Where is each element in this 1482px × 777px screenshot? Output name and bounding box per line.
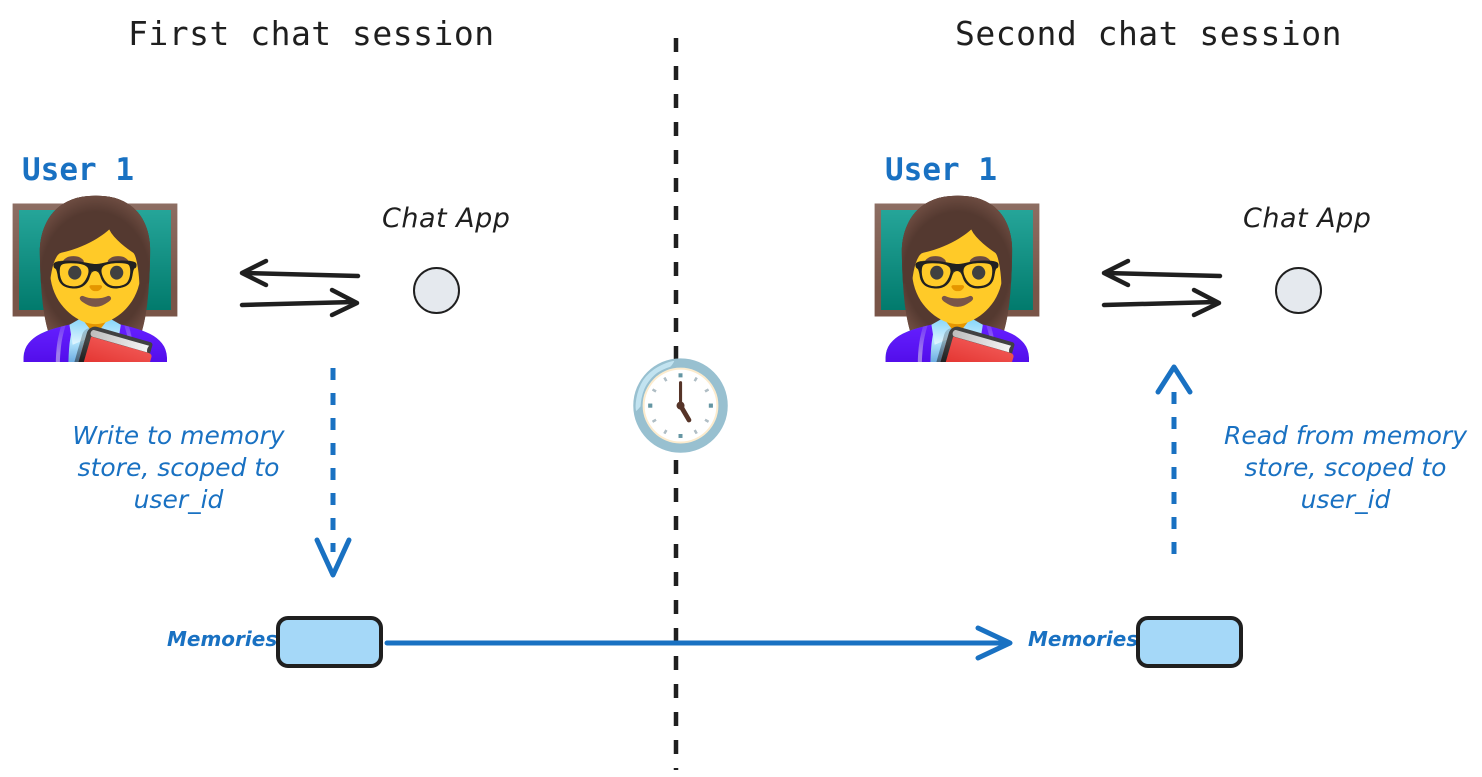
right-chat-app-circle-icon: [1275, 267, 1322, 314]
left-chat-app-label: Chat App: [382, 203, 511, 234]
right-bidirectional-arrows-icon: [1101, 258, 1223, 318]
clock-icon: 🕔: [627, 356, 735, 456]
read-dashed-up-arrow-icon: [1155, 364, 1193, 554]
write-dashed-down-arrow-icon: [314, 368, 352, 578]
right-memories-label: Memories: [1028, 627, 1139, 651]
right-memory-store-box: [1136, 616, 1243, 668]
right-chat-app-label: Chat App: [1243, 203, 1372, 234]
left-bidirectional-arrows-icon: [239, 258, 361, 318]
right-user-label: User 1: [885, 152, 997, 188]
left-session-title: First chat session: [128, 14, 495, 53]
right-read-annotation: Read from memory store, scoped to user_i…: [1223, 421, 1468, 514]
left-chat-app-circle-icon: [413, 267, 460, 314]
left-user-label: User 1: [22, 152, 134, 188]
left-write-annotation: Write to memory store, scoped to user_id: [72, 421, 285, 514]
left-woman-teacher-avatar-icon: 👩‍🏫: [1, 193, 189, 367]
left-memory-store-box: [276, 616, 383, 668]
right-woman-teacher-avatar-icon: 👩‍🏫: [863, 193, 1051, 367]
left-memories-label: Memories: [167, 627, 278, 651]
memory-persistence-arrow: [384, 625, 1013, 661]
right-session-title: Second chat session: [955, 14, 1342, 53]
